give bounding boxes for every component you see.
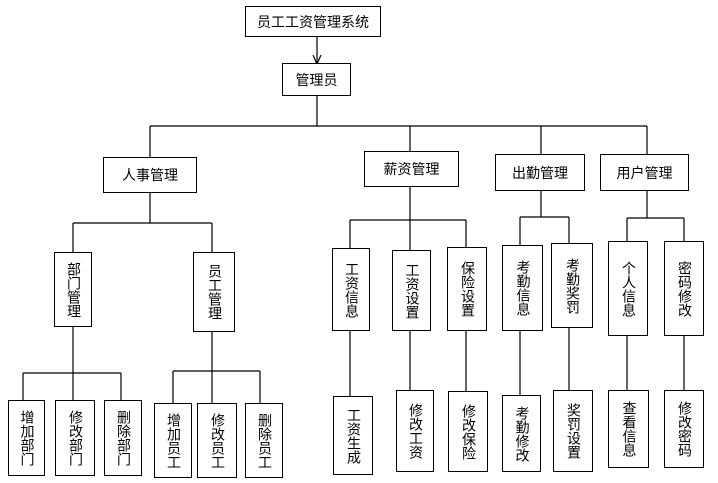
node-personal-info: 个人信息 — [608, 241, 648, 336]
node-salary: 薪资管理 — [364, 151, 459, 187]
node-mod-pwd: 修改密码 — [664, 390, 704, 468]
node-mod-insurance: 修改保险 — [448, 391, 488, 472]
node-del-emp: 删除员工 — [245, 403, 283, 478]
node-mod-att: 考勤修改 — [502, 395, 541, 472]
node-att-info: 考勤信息 — [502, 245, 543, 331]
node-system: 员工工资管理系统 — [245, 6, 381, 37]
node-pwd-change: 密码修改 — [664, 241, 704, 336]
node-dept: 部门管理 — [54, 252, 92, 327]
node-att-reward: 考勤奖罚 — [551, 243, 593, 328]
node-view-info: 查看信息 — [608, 390, 649, 468]
node-gen-salary: 工资生成 — [333, 396, 373, 475]
node-mod-salary: 修改工资 — [396, 390, 434, 472]
node-hr: 人事管理 — [103, 157, 197, 193]
node-salary-info: 工资信息 — [332, 248, 370, 331]
node-attendance: 出勤管理 — [495, 154, 585, 191]
node-emp: 员工管理 — [193, 252, 235, 332]
node-admin: 管理员 — [282, 63, 351, 96]
node-mod-emp: 修改员工 — [197, 403, 237, 478]
node-reward-set: 奖罚设置 — [553, 390, 593, 472]
node-mod-dept: 修改部门 — [55, 400, 95, 476]
node-del-dept: 删除部门 — [104, 400, 142, 476]
node-user: 用户管理 — [600, 154, 689, 191]
node-salary-set: 工资设置 — [392, 250, 431, 331]
node-add-dept: 增加部门 — [8, 400, 45, 476]
node-insurance-set: 保险设置 — [447, 247, 487, 331]
node-add-emp: 增加员工 — [154, 403, 192, 478]
